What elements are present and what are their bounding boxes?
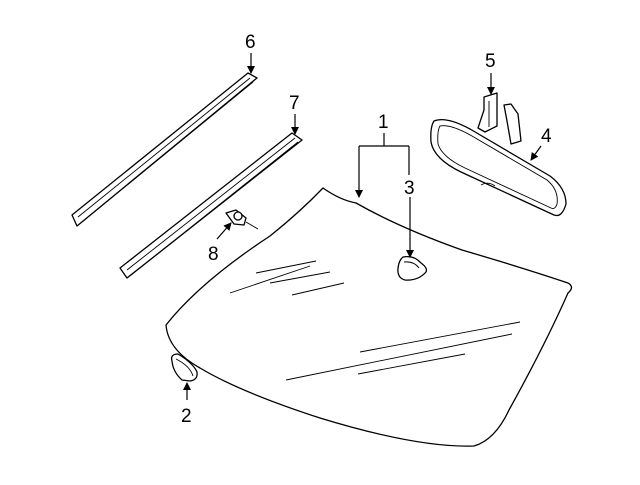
- callout-labels: 1 2 3 4 5 6 7 8: [181, 32, 552, 427]
- rear-view-mirror: [430, 103, 567, 217]
- callout-4: 4: [541, 126, 552, 147]
- windshield-bracket: [397, 255, 428, 281]
- molding-clip: [225, 209, 259, 230]
- callout-6: 6: [245, 32, 256, 53]
- leader-lines: [183, 53, 542, 400]
- callout-1: 1: [378, 112, 389, 133]
- mirror-cover: [477, 92, 498, 133]
- callout-7: 7: [289, 93, 300, 114]
- adhesive-pad: [170, 353, 198, 382]
- side-reveal-molding: [119, 132, 303, 279]
- callout-2: 2: [181, 406, 192, 427]
- callout-3: 3: [404, 178, 415, 199]
- upper-reveal-molding: [71, 72, 258, 227]
- windshield-glass: [165, 187, 573, 447]
- callout-8: 8: [208, 244, 219, 265]
- callout-5: 5: [485, 51, 496, 72]
